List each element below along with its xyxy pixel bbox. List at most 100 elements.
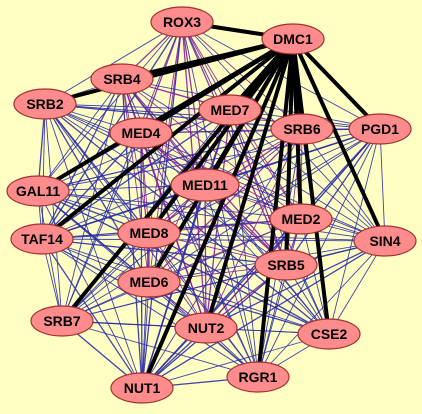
- node-label: PGD1: [361, 121, 399, 137]
- edge-med4-nut1: [140, 132, 143, 389]
- node-label: NUT2: [188, 320, 225, 336]
- edge-med8-sin4: [148, 232, 386, 242]
- node-label: MED7: [211, 102, 250, 118]
- node-ellipse: [261, 23, 325, 55]
- edge-rox3-nut1: [141, 21, 183, 389]
- edge-srb5-srb7: [61, 264, 287, 322]
- node-ellipse: [198, 94, 262, 126]
- edge-srb4-med8: [121, 78, 150, 234]
- node-label: CSE2: [311, 326, 348, 342]
- edge-med2-srb7: [61, 218, 302, 322]
- node-label: MED4: [122, 125, 161, 141]
- edge-gal11-srb7: [37, 190, 63, 322]
- node-ellipse: [117, 266, 181, 298]
- edge-med2-rgr1: [257, 218, 302, 378]
- node-ellipse: [174, 312, 238, 344]
- node-label: SRB6: [283, 121, 321, 137]
- node-med4[interactable]: MED4: [109, 117, 173, 149]
- edge-srb2-srb6: [44, 103, 303, 130]
- node-label: GAL11: [16, 183, 61, 199]
- node-ellipse: [226, 361, 290, 393]
- edge-srb4-sin4: [121, 78, 386, 242]
- node-cse2[interactable]: CSE2: [297, 318, 361, 350]
- node-taf14[interactable]: TAF14: [10, 223, 74, 255]
- edge-med4-srb7: [61, 132, 142, 322]
- edge-dmc1-nut1: [140, 38, 295, 389]
- edge-sin4-rgr1: [257, 240, 386, 378]
- node-label: SRB7: [43, 313, 81, 329]
- node-label: DMC1: [273, 31, 313, 47]
- node-ellipse: [13, 88, 77, 120]
- edge-srb6-gal11: [37, 128, 303, 192]
- edge-srb6-nut2: [205, 128, 303, 329]
- node-srb7[interactable]: SRB7: [30, 305, 94, 337]
- node-ellipse: [110, 372, 174, 404]
- node-srb5[interactable]: SRB5: [254, 249, 318, 281]
- node-gal11[interactable]: GAL11: [6, 175, 70, 207]
- edge-pgd1-srb5: [285, 128, 381, 266]
- node-label: SIN4: [369, 233, 400, 249]
- edge-srb5-rgr1: [257, 264, 287, 378]
- edge-med4-taf14: [41, 132, 142, 240]
- node-srb6[interactable]: SRB6: [270, 113, 334, 145]
- node-pgd1[interactable]: PGD1: [348, 113, 412, 145]
- edge-med8-cse2: [148, 232, 330, 335]
- node-ellipse: [353, 225, 417, 257]
- edge-pgd1-sin4: [379, 128, 386, 242]
- edge-med7-srb5: [229, 109, 287, 266]
- node-ellipse: [297, 318, 361, 350]
- edge-dmc1-gal11: [36, 37, 295, 193]
- node-ellipse: [270, 113, 334, 145]
- edge-dmc1-pgd1: [291, 37, 382, 131]
- node-med8[interactable]: MED8: [117, 217, 181, 249]
- edge-med6-nut1: [141, 281, 150, 389]
- node-label: ROX3: [163, 14, 201, 30]
- node-srb2[interactable]: SRB2: [13, 88, 77, 120]
- edge-pgd1-med6: [148, 128, 381, 283]
- node-med2[interactable]: MED2: [269, 203, 333, 235]
- node-srb4[interactable]: SRB4: [90, 63, 154, 95]
- node-ellipse: [254, 249, 318, 281]
- node-rox3[interactable]: ROX3: [150, 6, 214, 38]
- edge-rox3-med11: [181, 21, 206, 186]
- edge-sin4-nut2: [205, 240, 386, 329]
- node-med6[interactable]: MED6: [117, 266, 181, 298]
- node-sin4[interactable]: SIN4: [353, 225, 417, 257]
- node-label: MED11: [182, 177, 228, 193]
- edge-srb2-srb7: [44, 103, 63, 322]
- node-med11[interactable]: MED11: [170, 168, 240, 202]
- node-nut2[interactable]: NUT2: [174, 312, 238, 344]
- node-ellipse: [10, 223, 74, 255]
- edge-med4-sin4: [140, 132, 386, 242]
- node-label: MED8: [130, 225, 169, 241]
- edge-dmc1-cse2: [291, 38, 331, 335]
- node-label: TAF14: [21, 231, 63, 247]
- edge-dmc1-sin4: [291, 38, 387, 242]
- edge-med4-pgd1: [140, 128, 381, 134]
- edge-srb4-gal11: [37, 78, 123, 192]
- edge-taf14-srb5: [41, 238, 287, 266]
- node-ellipse: [117, 217, 181, 249]
- edge-gal11-sin4: [37, 190, 386, 242]
- node-dmc1[interactable]: DMC1: [261, 23, 325, 55]
- edge-dmc1-srb2: [44, 37, 294, 106]
- node-ellipse: [170, 168, 240, 202]
- node-ellipse: [348, 113, 412, 145]
- node-med7[interactable]: MED7: [198, 94, 262, 126]
- node-label: MED2: [282, 211, 321, 227]
- node-ellipse: [150, 6, 214, 38]
- node-label: NUT1: [124, 380, 161, 396]
- edge-med6-cse2: [148, 281, 330, 335]
- edge-med8-rgr1: [148, 232, 259, 378]
- node-ellipse: [269, 203, 333, 235]
- edge-srb6-sin4: [301, 128, 386, 242]
- edge-rox3-srb6: [181, 21, 303, 130]
- edge-dmc1-rgr1: [256, 38, 295, 378]
- node-label: SRB2: [26, 96, 64, 112]
- node-rgr1[interactable]: RGR1: [226, 361, 290, 393]
- edge-taf14-rgr1: [41, 238, 259, 378]
- node-ellipse: [6, 175, 70, 207]
- node-label: MED6: [130, 274, 169, 290]
- node-nut1[interactable]: NUT1: [110, 372, 174, 404]
